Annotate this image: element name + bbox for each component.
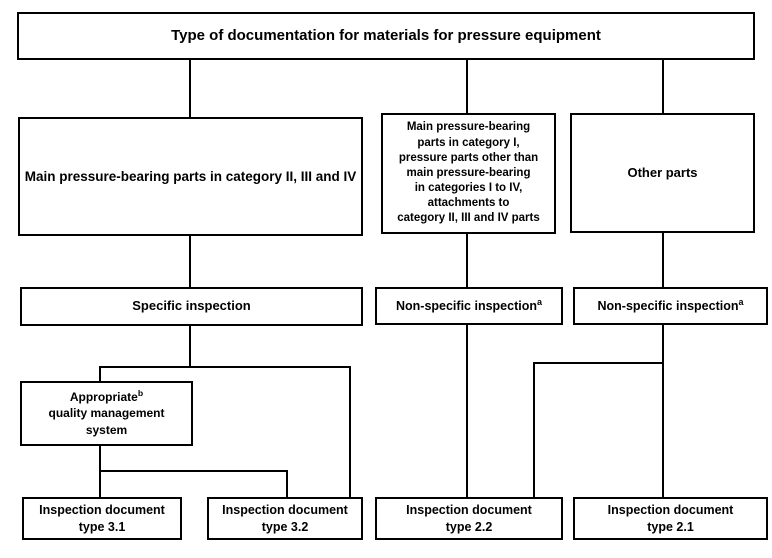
node-category-other-parts-label: Other parts (627, 164, 698, 180)
node-category-main-ii-iii-iv[interactable]: Main pressure-bearing parts in category … (18, 117, 363, 236)
connector-non-specific-right-to-doc-type-2-2 (533, 362, 535, 497)
connector-non-specific-right-to-doc-type-2-1 (662, 325, 664, 497)
qms-label-rest: quality management system (48, 406, 165, 437)
node-inspection-document-type-2-2-label: Inspection document type 2.2 (406, 502, 532, 534)
node-inspection-document-type-3-1[interactable]: Inspection document type 3.1 (22, 497, 182, 540)
connector-other-parts-to-non-specific-inspection-right (662, 233, 664, 287)
connector-root-to-category-main-ii-iii-iv (189, 60, 191, 117)
connector-specific-inspection-bus (99, 366, 351, 368)
connector-category-main-i-to-non-specific-inspection-middle (466, 234, 468, 287)
node-specific-inspection-label: Specific inspection (132, 298, 251, 314)
node-non-specific-inspection-middle[interactable]: Non-specific inspectiona (375, 287, 563, 325)
connector-non-specific-middle-to-doc-type-2-2 (466, 325, 468, 497)
node-non-specific-inspection-right[interactable]: Non-specific inspectiona (573, 287, 768, 325)
node-inspection-document-type-3-2-label: Inspection document type 3.2 (222, 502, 348, 534)
connector-non-specific-right-crossover-bus (533, 362, 664, 364)
footnote-marker-a: a (536, 296, 542, 307)
node-category-main-ii-iii-iv-label: Main pressure-bearing parts in category … (24, 168, 357, 184)
footnote-marker-b: b (137, 388, 144, 399)
node-inspection-document-type-3-2[interactable]: Inspection document type 3.2 (207, 497, 363, 540)
node-inspection-document-type-2-1[interactable]: Inspection document type 2.1 (573, 497, 768, 540)
connector-root-to-category-main-i-and-other (466, 60, 468, 113)
connector-qms-to-doc-type-3-1 (99, 470, 101, 497)
node-inspection-document-type-2-2[interactable]: Inspection document type 2.2 (375, 497, 563, 540)
footnote-marker-a: a (738, 296, 744, 307)
connector-qms-bus (99, 470, 288, 472)
connector-category-main-ii-iii-iv-to-specific-inspection (189, 236, 191, 287)
node-non-specific-inspection-right-label: Non-specific inspectiona (597, 296, 744, 313)
connector-root-to-category-other-parts (662, 60, 664, 113)
node-inspection-document-type-3-1-label: Inspection document type 3.1 (39, 502, 165, 534)
connector-specific-inspection-stem (189, 325, 191, 368)
node-category-other-parts[interactable]: Other parts (570, 113, 755, 233)
connector-specific-inspection-to-doc-type-3-2 (349, 366, 351, 497)
node-inspection-document-type-2-1-label: Inspection document type 2.1 (607, 502, 734, 534)
node-non-specific-inspection-middle-label: Non-specific inspectiona (395, 296, 542, 313)
connector-specific-inspection-to-qms (99, 366, 101, 382)
node-root-label: Type of documentation for materials for … (171, 27, 601, 44)
connector-qms-stem (99, 446, 101, 472)
connector-qms-to-doc-type-3-2 (286, 470, 288, 497)
node-root[interactable]: Type of documentation for materials for … (17, 12, 755, 60)
node-specific-inspection[interactable]: Specific inspection (20, 287, 363, 326)
node-category-main-i-and-other[interactable]: Main pressure-bearing parts in category … (381, 113, 556, 234)
node-category-main-i-and-other-label: Main pressure-bearing parts in category … (397, 121, 540, 225)
